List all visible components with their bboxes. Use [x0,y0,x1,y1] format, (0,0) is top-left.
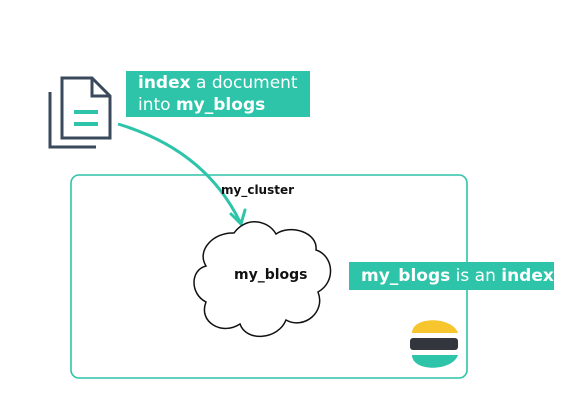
index-arrow [117,122,242,223]
callout-text-is-an: is an [450,266,502,286]
callout-text-a-document: a document [190,73,298,93]
arrow-head [229,208,247,226]
document-icon [48,76,112,149]
callout-bold-index-2: index [501,266,554,286]
callout-text-into: into [138,95,176,115]
callout-bold-my-blogs-2: my_blogs [361,266,451,286]
callout-bold-my-blogs: my_blogs [175,95,266,115]
callout-line-1: index a document [138,72,310,94]
callout-is-index: my_blogs is an index [349,262,554,290]
callout-index-document: index a document into my_blogs [126,71,310,117]
elastic-logo [410,320,458,368]
cluster-label: my_cluster [221,183,295,197]
index-cloud [193,221,332,338]
callout-line-2: into my_blogs [138,94,310,116]
index-label: my_blogs [234,267,308,283]
callout-bold-index: index [138,73,191,93]
